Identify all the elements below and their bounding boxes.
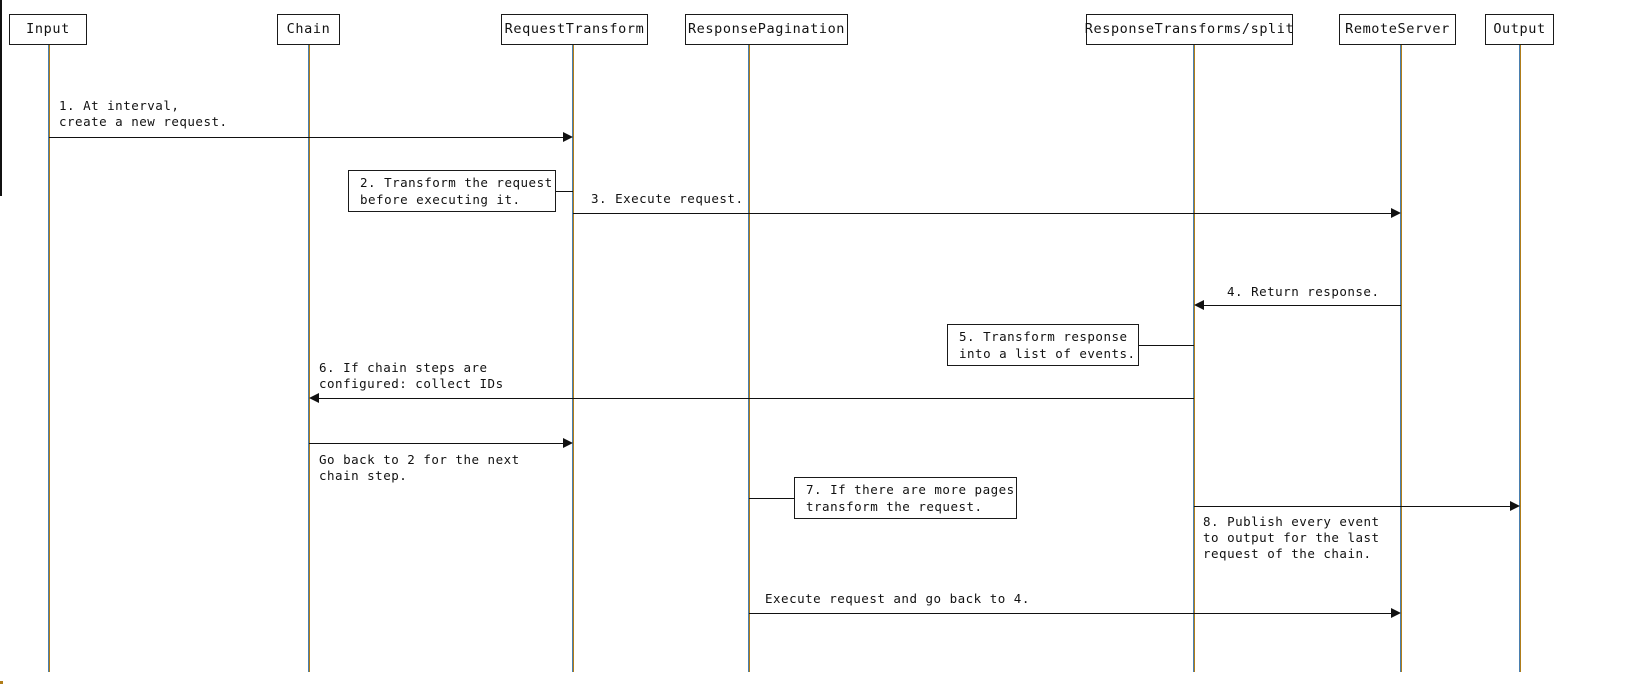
message-line-3 [573,213,1391,214]
message-line-4 [1204,305,1401,306]
participant-output[interactable]: Output [1485,14,1554,45]
message-arrowhead-9 [1391,608,1401,618]
message-label-8: 8. Publish every event to output for the… [1203,514,1380,561]
lifeline-remote [1400,45,1402,672]
participant-label: RequestTransform [504,20,645,37]
message-line-1 [49,137,563,138]
clipped-edge-artifact-left [0,0,2,196]
clipped-edge-artifact-bottom-left [0,681,3,684]
participant-label: Input [26,20,70,37]
participant-label: Chain [286,20,331,37]
message-arrowhead-goback [563,438,573,448]
message-line-goback [309,443,563,444]
message-arrowhead-1 [563,132,573,142]
lifeline-respxform [1193,45,1195,672]
message-label-6: 6. If chain steps are configured: collec… [319,360,504,391]
message-label-3: 3. Execute request. [591,191,744,206]
message-label-4: 4. Return response. [1227,284,1380,299]
note-connector-7 [749,498,795,499]
message-line-8 [1194,506,1510,507]
note-2: 2. Transform the request before executin… [348,170,556,212]
message-arrowhead-6 [309,393,319,403]
lifeline-resppage [748,45,750,672]
participant-label: RemoteServer [1345,20,1450,37]
message-arrowhead-4 [1194,300,1204,310]
participant-requesttransform[interactable]: RequestTransform [501,14,648,45]
note-7: 7. If there are more pages transform the… [794,477,1017,519]
message-label-1: 1. At interval, create a new request. [59,98,228,129]
lifeline-input [48,45,50,672]
message-label-goback: Go back to 2 for the next chain step. [319,452,520,483]
message-arrowhead-3 [1391,208,1401,218]
participant-label: ResponsePagination [687,20,846,37]
participant-responsepagination[interactable]: ResponsePagination [685,14,848,45]
participant-remoteserver[interactable]: RemoteServer [1339,14,1456,45]
participant-label: Output [1493,20,1546,37]
message-line-6 [319,398,1194,399]
message-arrowhead-8 [1510,501,1520,511]
note-5: 5. Transform response into a list of eve… [947,324,1139,366]
lifeline-chain [308,45,310,672]
participant-label: ResponseTransforms/split [1084,20,1295,37]
participant-responsetransforms-split[interactable]: ResponseTransforms/split [1084,14,1295,45]
participant-chain[interactable]: Chain [277,14,340,45]
note-connector-2 [556,191,573,192]
note-connector-5 [1139,345,1194,346]
lifeline-reqxform [572,45,574,672]
participant-input[interactable]: Input [9,14,87,45]
lifeline-output [1519,45,1521,672]
message-label-9: Execute request and go back to 4. [765,591,1030,606]
message-line-9 [749,613,1391,614]
